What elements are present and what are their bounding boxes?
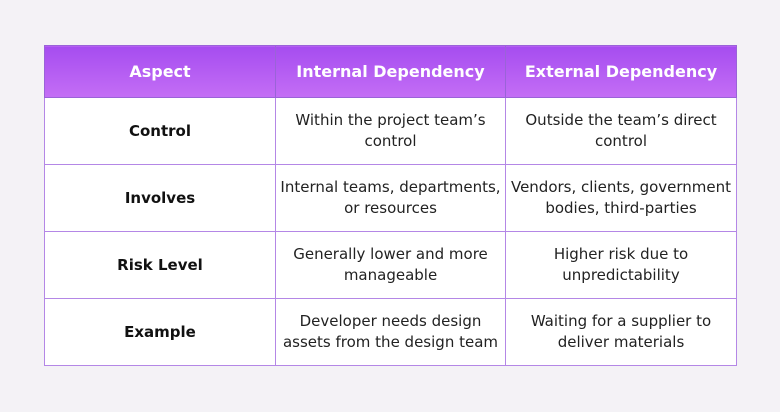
external-cell: Higher risk due to unpredictability (505, 231, 737, 299)
row-aspect-cell: Involves (44, 164, 276, 232)
header-row: Aspect Internal Dependency External Depe… (44, 45, 737, 98)
header-external-dependency: External Dependency (505, 45, 737, 98)
table-row: Control Within the project team’s contro… (44, 97, 737, 165)
table-row: Involves Internal teams, departments, or… (44, 164, 737, 232)
internal-cell: Developer needs design assets from the d… (275, 298, 506, 366)
table-row: Risk Level Generally lower and more mana… (44, 231, 737, 299)
internal-cell: Internal teams, departments, or resource… (275, 164, 506, 232)
external-cell: Waiting for a supplier to deliver materi… (505, 298, 737, 366)
row-aspect-cell: Example (44, 298, 276, 366)
dependency-comparison-table: Aspect Internal Dependency External Depe… (44, 45, 737, 366)
comparison-table-container: Aspect Internal Dependency External Depe… (44, 45, 737, 366)
table-header: Aspect Internal Dependency External Depe… (44, 45, 737, 98)
external-cell: Outside the team’s direct control (505, 97, 737, 165)
internal-cell: Within the project team’s control (275, 97, 506, 165)
table-row: Example Developer needs design assets fr… (44, 298, 737, 366)
header-internal-dependency: Internal Dependency (275, 45, 506, 98)
row-aspect-cell: Risk Level (44, 231, 276, 299)
header-aspect: Aspect (44, 45, 276, 98)
row-aspect-cell: Control (44, 97, 276, 165)
table-body: Control Within the project team’s contro… (44, 97, 737, 366)
external-cell: Vendors, clients, government bodies, thi… (505, 164, 737, 232)
internal-cell: Generally lower and more manageable (275, 231, 506, 299)
